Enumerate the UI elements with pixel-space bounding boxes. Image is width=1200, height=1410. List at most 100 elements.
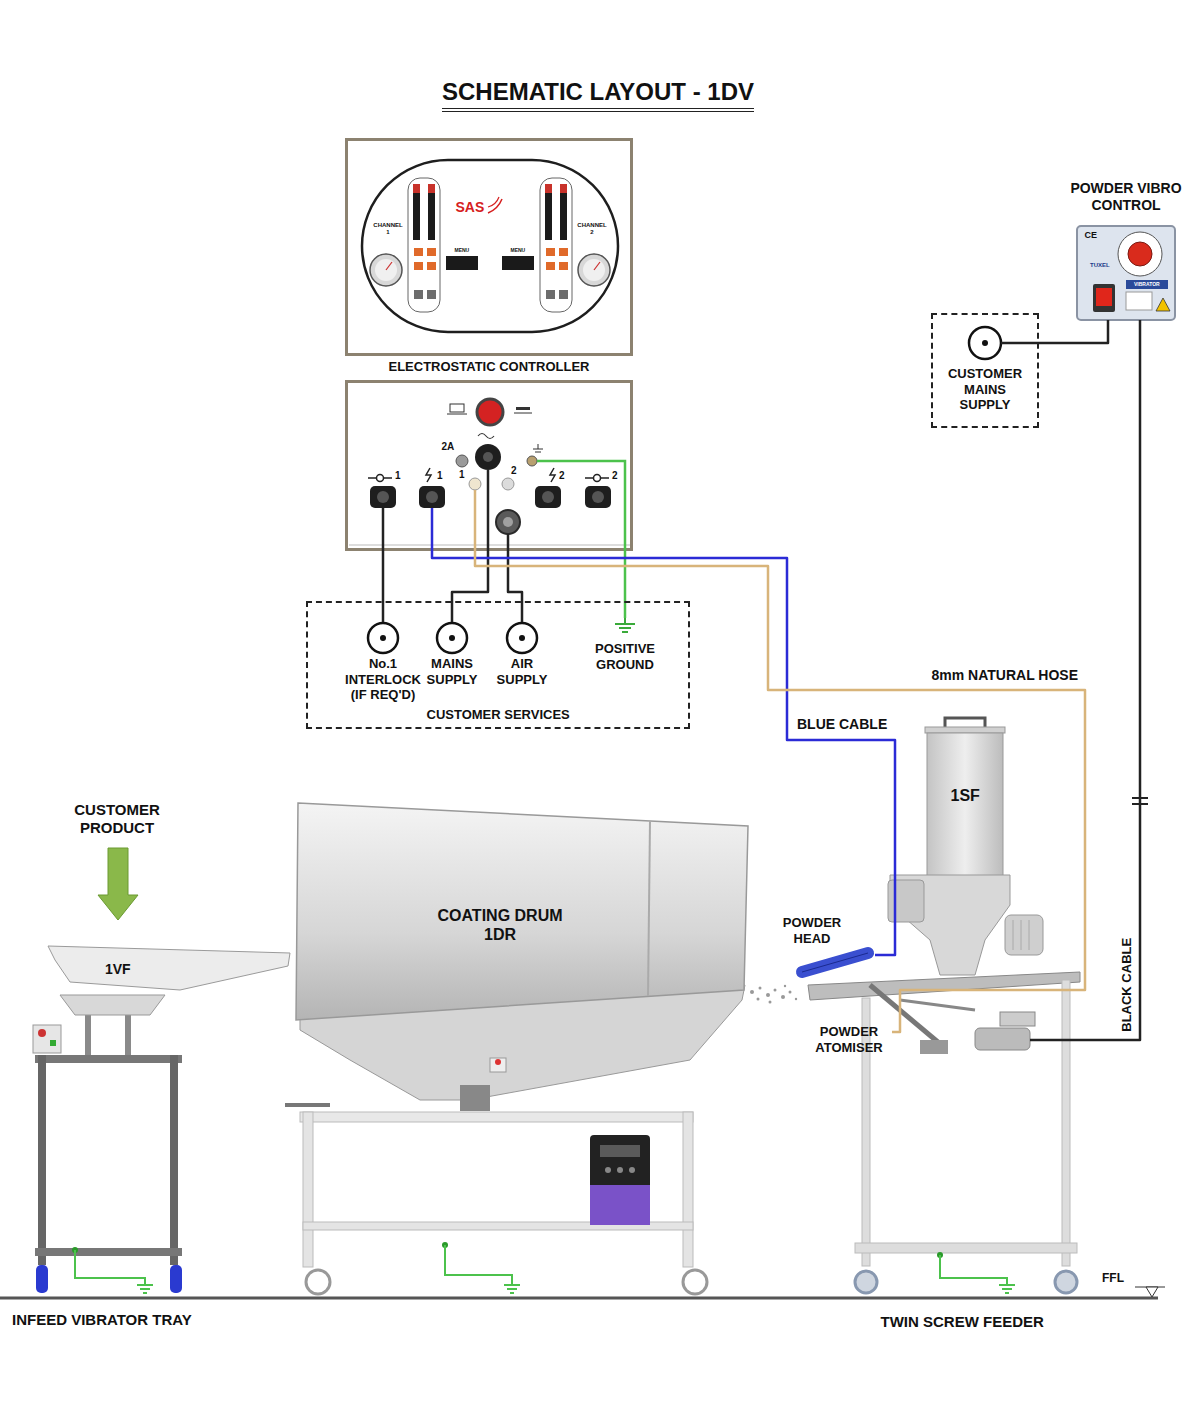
controller-front-drawing xyxy=(560,184,567,193)
twin-screw-feeder-drawing xyxy=(870,985,945,1048)
twin-screw-feeder-drawing xyxy=(781,995,785,999)
twin-screw-feeder-drawing xyxy=(925,727,1005,733)
coating-drum-drawing xyxy=(306,1270,330,1294)
powder-head: POWDER HEAD xyxy=(776,913,875,981)
coating-drum-drawing xyxy=(590,1185,650,1225)
floor-line xyxy=(1146,1287,1158,1297)
controller-front-drawing xyxy=(545,184,552,193)
twin-screw-feeder-drawing xyxy=(1062,980,1070,1266)
controller-front-drawing xyxy=(428,184,435,193)
twin-screw-feeder-drawing xyxy=(999,1285,1015,1293)
coating-drum-drawing xyxy=(617,1167,623,1173)
controller-rear-drawing xyxy=(419,486,445,508)
controller-front-drawing xyxy=(375,259,397,281)
controller-front-drawing xyxy=(540,178,572,312)
controller-rear-drawing xyxy=(592,491,604,503)
port-number: 1 xyxy=(459,469,465,481)
display-label: MENU xyxy=(455,247,470,253)
service-terminal-symbols xyxy=(519,635,525,641)
unit-heading: POWDER VIBRO CONTROL xyxy=(1060,180,1192,214)
controller-front-drawing xyxy=(546,262,555,270)
coating-drum-drawing xyxy=(605,1167,611,1173)
controller-front-drawing xyxy=(428,184,435,240)
controller-front-panel: ELECTROSTATIC CONTROLLER xyxy=(345,138,633,378)
controller-front-drawing xyxy=(546,290,555,299)
twin-screw-feeder-drawing xyxy=(757,998,760,1001)
controller-rear-drawing xyxy=(535,486,561,508)
part-label: POWDER ATOMISER xyxy=(807,1024,891,1055)
controller-rear-drawing xyxy=(349,545,630,546)
controller-front-drawing xyxy=(559,290,568,299)
controller-rear-drawing xyxy=(456,455,468,467)
infeed-tray-drawing xyxy=(170,1055,178,1265)
customer-mains-symbol xyxy=(969,327,1039,359)
maker-label: TUXEL xyxy=(1090,262,1110,269)
controller-rear-drawing xyxy=(487,470,490,551)
controller-front-drawing xyxy=(386,262,392,270)
coating-drum-drawing xyxy=(648,821,650,996)
controller-rear-drawing xyxy=(377,475,384,482)
customer-mains-box: CUSTOMER MAINS SUPPLY xyxy=(931,313,1039,428)
vibro-control-unit: POWDER VIBRO CONTROL xyxy=(1059,178,1193,320)
infeed-tray-drawing xyxy=(170,1265,182,1293)
twin-screw-feeder-drawing xyxy=(802,953,868,972)
controller-rear-drawing xyxy=(585,477,609,479)
controller-rear-drawing xyxy=(475,444,501,470)
infeed-tray-drawing xyxy=(137,1285,153,1293)
controller-rear-drawing xyxy=(507,534,510,551)
interlock-terminal: No.1 INTERLOCK (IF REQ'D) xyxy=(342,622,424,708)
infeed-tray-drawing xyxy=(48,946,290,990)
part-label: POWDER HEAD xyxy=(777,915,847,946)
controller-rear-drawing xyxy=(426,468,431,482)
twin-screw-feeder-drawing xyxy=(920,1040,948,1054)
port-number: 2 xyxy=(559,470,565,482)
controller-front-drawing xyxy=(559,262,568,270)
twin-screw-feeder-drawing xyxy=(1055,1271,1077,1293)
mains-terminal: MAINS SUPPLY xyxy=(422,622,482,692)
diagram-title: SCHEMATIC LAYOUT - 1DV xyxy=(442,78,754,112)
infeed-tray-drawing xyxy=(33,946,290,1293)
controller-rear-drawing xyxy=(594,475,601,482)
mains-wire xyxy=(1039,320,1108,343)
controller-front-drawing xyxy=(413,184,420,240)
coating-drum-drawing xyxy=(303,1112,313,1267)
controller-rear-drawing xyxy=(450,404,464,412)
controller-rear-drawing xyxy=(585,486,611,508)
service-label: CUSTOMER MAINS SUPPLY xyxy=(940,366,1030,413)
controller-front-drawing xyxy=(446,256,478,270)
ground-wire xyxy=(624,551,627,618)
port-number: 2 xyxy=(511,465,517,477)
service-terminal-symbols xyxy=(449,635,455,641)
controller-rear-drawing xyxy=(542,491,554,503)
coating-drum-drawing xyxy=(683,1112,693,1267)
twin-screw-feeder-drawing xyxy=(789,991,792,994)
display-label: MENU xyxy=(511,247,526,253)
vibro-control-drawing xyxy=(1077,226,1175,804)
infeed-vibrator-tray: 1VFINFEED VIBRATOR TRAY xyxy=(10,945,290,1335)
terminal-label: No.1 INTERLOCK (IF REQ'D) xyxy=(343,656,423,703)
ground-terminal: POSITIVE GROUND xyxy=(584,618,666,678)
twin-screw-feeder-drawing xyxy=(1000,1012,1035,1026)
vibro-control-drawing xyxy=(1077,226,1175,320)
controller-front-drawing xyxy=(427,290,436,299)
controller-rear-drawing xyxy=(483,452,493,462)
coating-drum: COATING DRUM 1DR xyxy=(290,803,750,1103)
panel-label: VIBRATOR xyxy=(1132,281,1162,287)
coating-drum-drawing xyxy=(629,1167,635,1173)
controller-rear-drawing xyxy=(514,413,532,414)
machine-name: TWIN SCREW FEEDER xyxy=(881,1313,1044,1331)
service-terminal-symbols xyxy=(368,623,398,653)
infeed-tray-drawing xyxy=(38,1055,46,1265)
controller-front-drawing xyxy=(427,262,436,270)
controller-front-drawing xyxy=(594,262,600,270)
powder-atomiser: POWDER ATOMISER xyxy=(805,1022,892,1060)
natural-hose xyxy=(475,551,1085,1032)
customer-mains-symbol xyxy=(1001,342,1039,345)
coating-drum-drawing xyxy=(683,1270,707,1294)
controller-rear-drawing xyxy=(516,407,530,410)
vibro-control-drawing xyxy=(1156,298,1170,311)
controller-front-drawing xyxy=(414,290,423,299)
controller-rear-drawing xyxy=(370,486,396,508)
